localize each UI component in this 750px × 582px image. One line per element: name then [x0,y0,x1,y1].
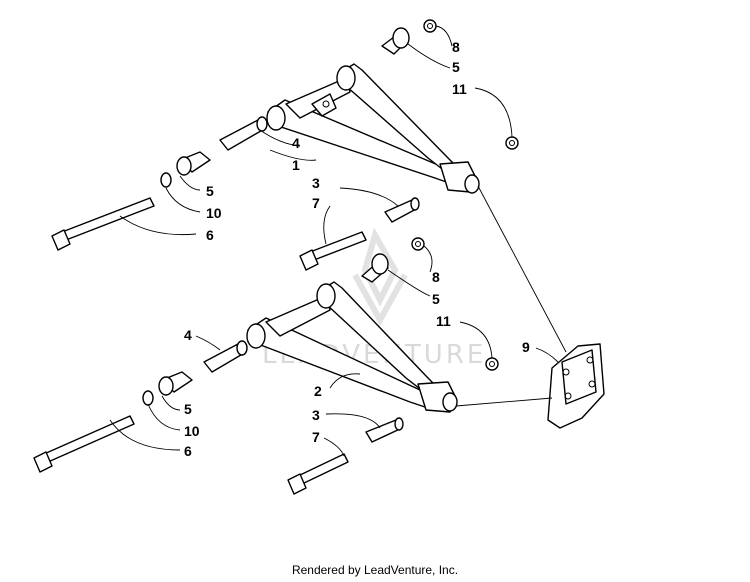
lower-a-arm [246,281,458,413]
lower-nut-11 [485,357,499,371]
callout-upper-10: 10 [206,205,222,221]
callout-lower-11: 11 [436,313,451,329]
upper-sleeve-4 [219,116,268,151]
upper-sleeve-3 [384,197,420,223]
watermark-logo [352,227,408,327]
upper-nut-11 [505,136,519,150]
callout-upper-3: 3 [312,175,320,191]
leader-lines [109,25,567,457]
callout-upper-8: 8 [452,39,460,55]
lower-bolt-6 [33,415,135,473]
callout-upper-1: 1 [292,157,300,173]
callout-lower-8: 8 [432,269,440,285]
lower-bolt-7 [287,453,349,495]
callout-lower-2: 2 [314,383,322,399]
upper-a-arm [266,63,480,194]
upper-bolt-6 [51,197,155,251]
callout-lower-4: 4 [184,327,192,343]
callout-upper-4: 4 [292,135,300,151]
mounting-bracket-9 [547,343,605,429]
upper-bushing-left [160,151,211,188]
callout-upper-11: 11 [452,81,467,97]
lower-sleeve-3 [365,417,404,443]
callout-lower-7: 7 [312,429,320,445]
callout-lower-10: 10 [184,423,200,439]
callout-lower-5-top: 5 [432,291,440,307]
callout-lower-6: 6 [184,443,192,459]
lower-bushing-left [142,371,193,406]
upper-bolt-7 [299,231,367,271]
callout-upper-6: 6 [206,227,214,243]
callout-bracket-9: 9 [522,339,530,355]
callout-lower-5-left: 5 [184,401,192,417]
callout-upper-5-left: 5 [206,183,214,199]
callout-upper-7: 7 [312,195,320,211]
lower-sleeve-4 [203,340,248,373]
callout-upper-5-top: 5 [452,59,460,75]
footer-credit: Rendered by LeadVenture, Inc. [291,563,459,577]
lower-bushing-top [361,237,425,283]
upper-bushing-top [381,19,437,55]
callout-labels: 8 5 11 4 1 5 10 6 3 7 8 5 11 4 2 5 10 6 … [184,39,530,459]
callout-lower-3: 3 [312,407,320,423]
